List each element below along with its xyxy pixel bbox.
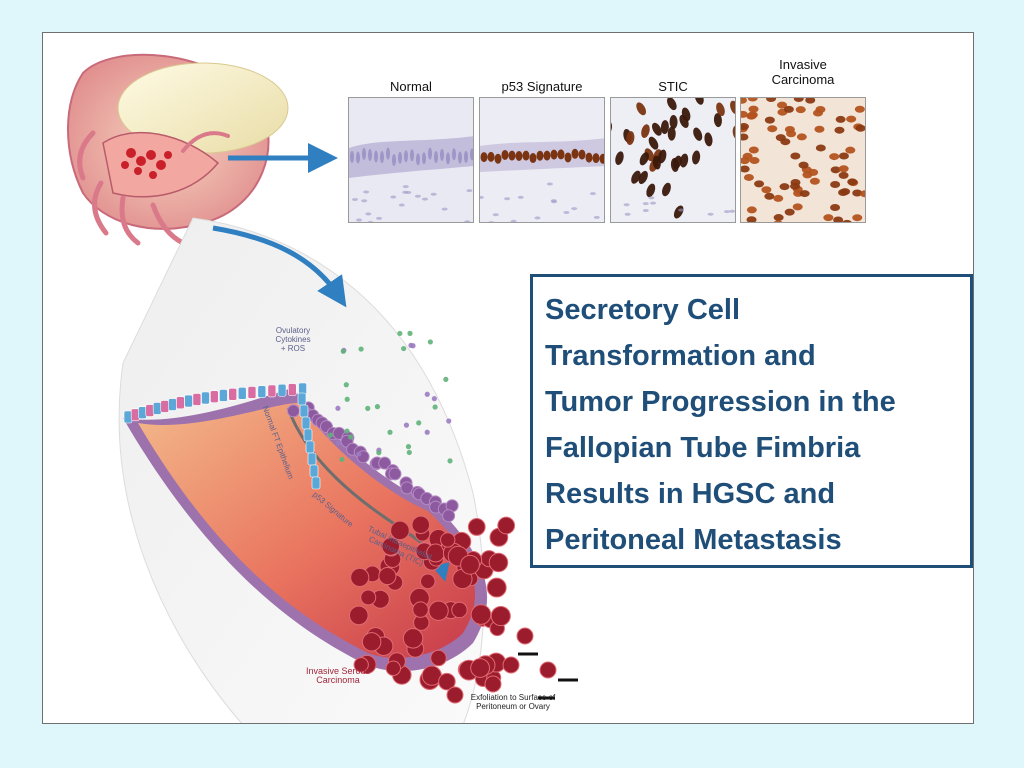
label-cytokines: Ovulatory Cytokines + ROS [275, 326, 311, 353]
slide-title: Secretory Cell Transformation and Tumor … [545, 294, 896, 556]
blank-patch [683, 698, 963, 723]
panel-label-p53: p53 Signature [501, 79, 583, 94]
cytokine-dots [327, 330, 453, 464]
histology-panel-invasive [740, 97, 866, 223]
label-invasive-serous: Invasive Serous Carcinoma [305, 666, 371, 685]
exfoliation-arrows [518, 652, 578, 700]
histology-panel-stic [610, 97, 736, 223]
tumor-cluster [348, 515, 557, 704]
panel-label-normal: Normal [390, 79, 432, 94]
arrow-to-diagram [212, 225, 347, 308]
histology-panel-p53 [479, 97, 605, 223]
panel-label-invasive: Invasive Carcinoma [771, 57, 835, 87]
progression-diagram [67, 53, 578, 723]
slide-frame: Normal p53 Signature STIC Invasive Carci… [42, 32, 974, 724]
fimbria-illustration [67, 53, 289, 246]
panel-label-stic: STIC [658, 79, 688, 94]
title-box: Secretory Cell Transformation and Tumor … [530, 274, 973, 568]
label-exfoliation: Exfoliation to Surface of Peritoneum or … [470, 693, 556, 711]
histology-panel-normal [348, 97, 474, 223]
